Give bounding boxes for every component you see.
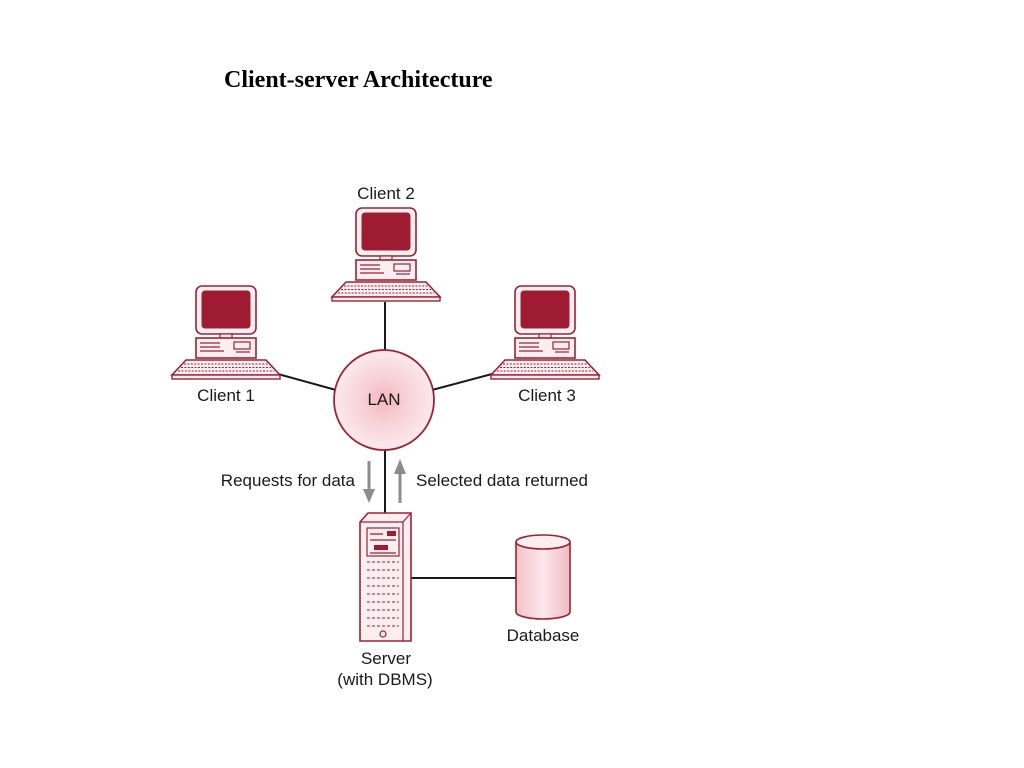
request-label: Requests for data — [221, 471, 356, 490]
database-icon — [515, 534, 571, 620]
workstation-icon — [331, 207, 441, 302]
network-links — [277, 302, 516, 579]
request-arrow — [363, 461, 375, 503]
response-label: Selected data returned — [416, 471, 588, 490]
client-1: Client 1 — [171, 285, 281, 405]
workstation-icon — [171, 285, 281, 380]
client-2-label: Client 2 — [357, 184, 415, 203]
slide-title: Client-server Architecture — [224, 67, 493, 93]
lan-label: LAN — [367, 390, 400, 409]
server-label-line1: Server — [361, 649, 411, 668]
lan-hub: LAN — [333, 349, 435, 451]
client-2: Client 2 — [331, 184, 441, 302]
client-3: Client 3 — [490, 285, 600, 405]
server-label-line2: (with DBMS) — [337, 670, 432, 689]
response-arrow — [394, 459, 406, 503]
link-client3-lan — [431, 373, 493, 391]
client-3-label: Client 3 — [518, 386, 576, 405]
server-icon — [359, 512, 412, 642]
workstation-icon — [490, 285, 600, 380]
link-client1-lan — [277, 373, 337, 391]
database-label: Database — [507, 626, 580, 645]
client-1-label: Client 1 — [197, 386, 255, 405]
